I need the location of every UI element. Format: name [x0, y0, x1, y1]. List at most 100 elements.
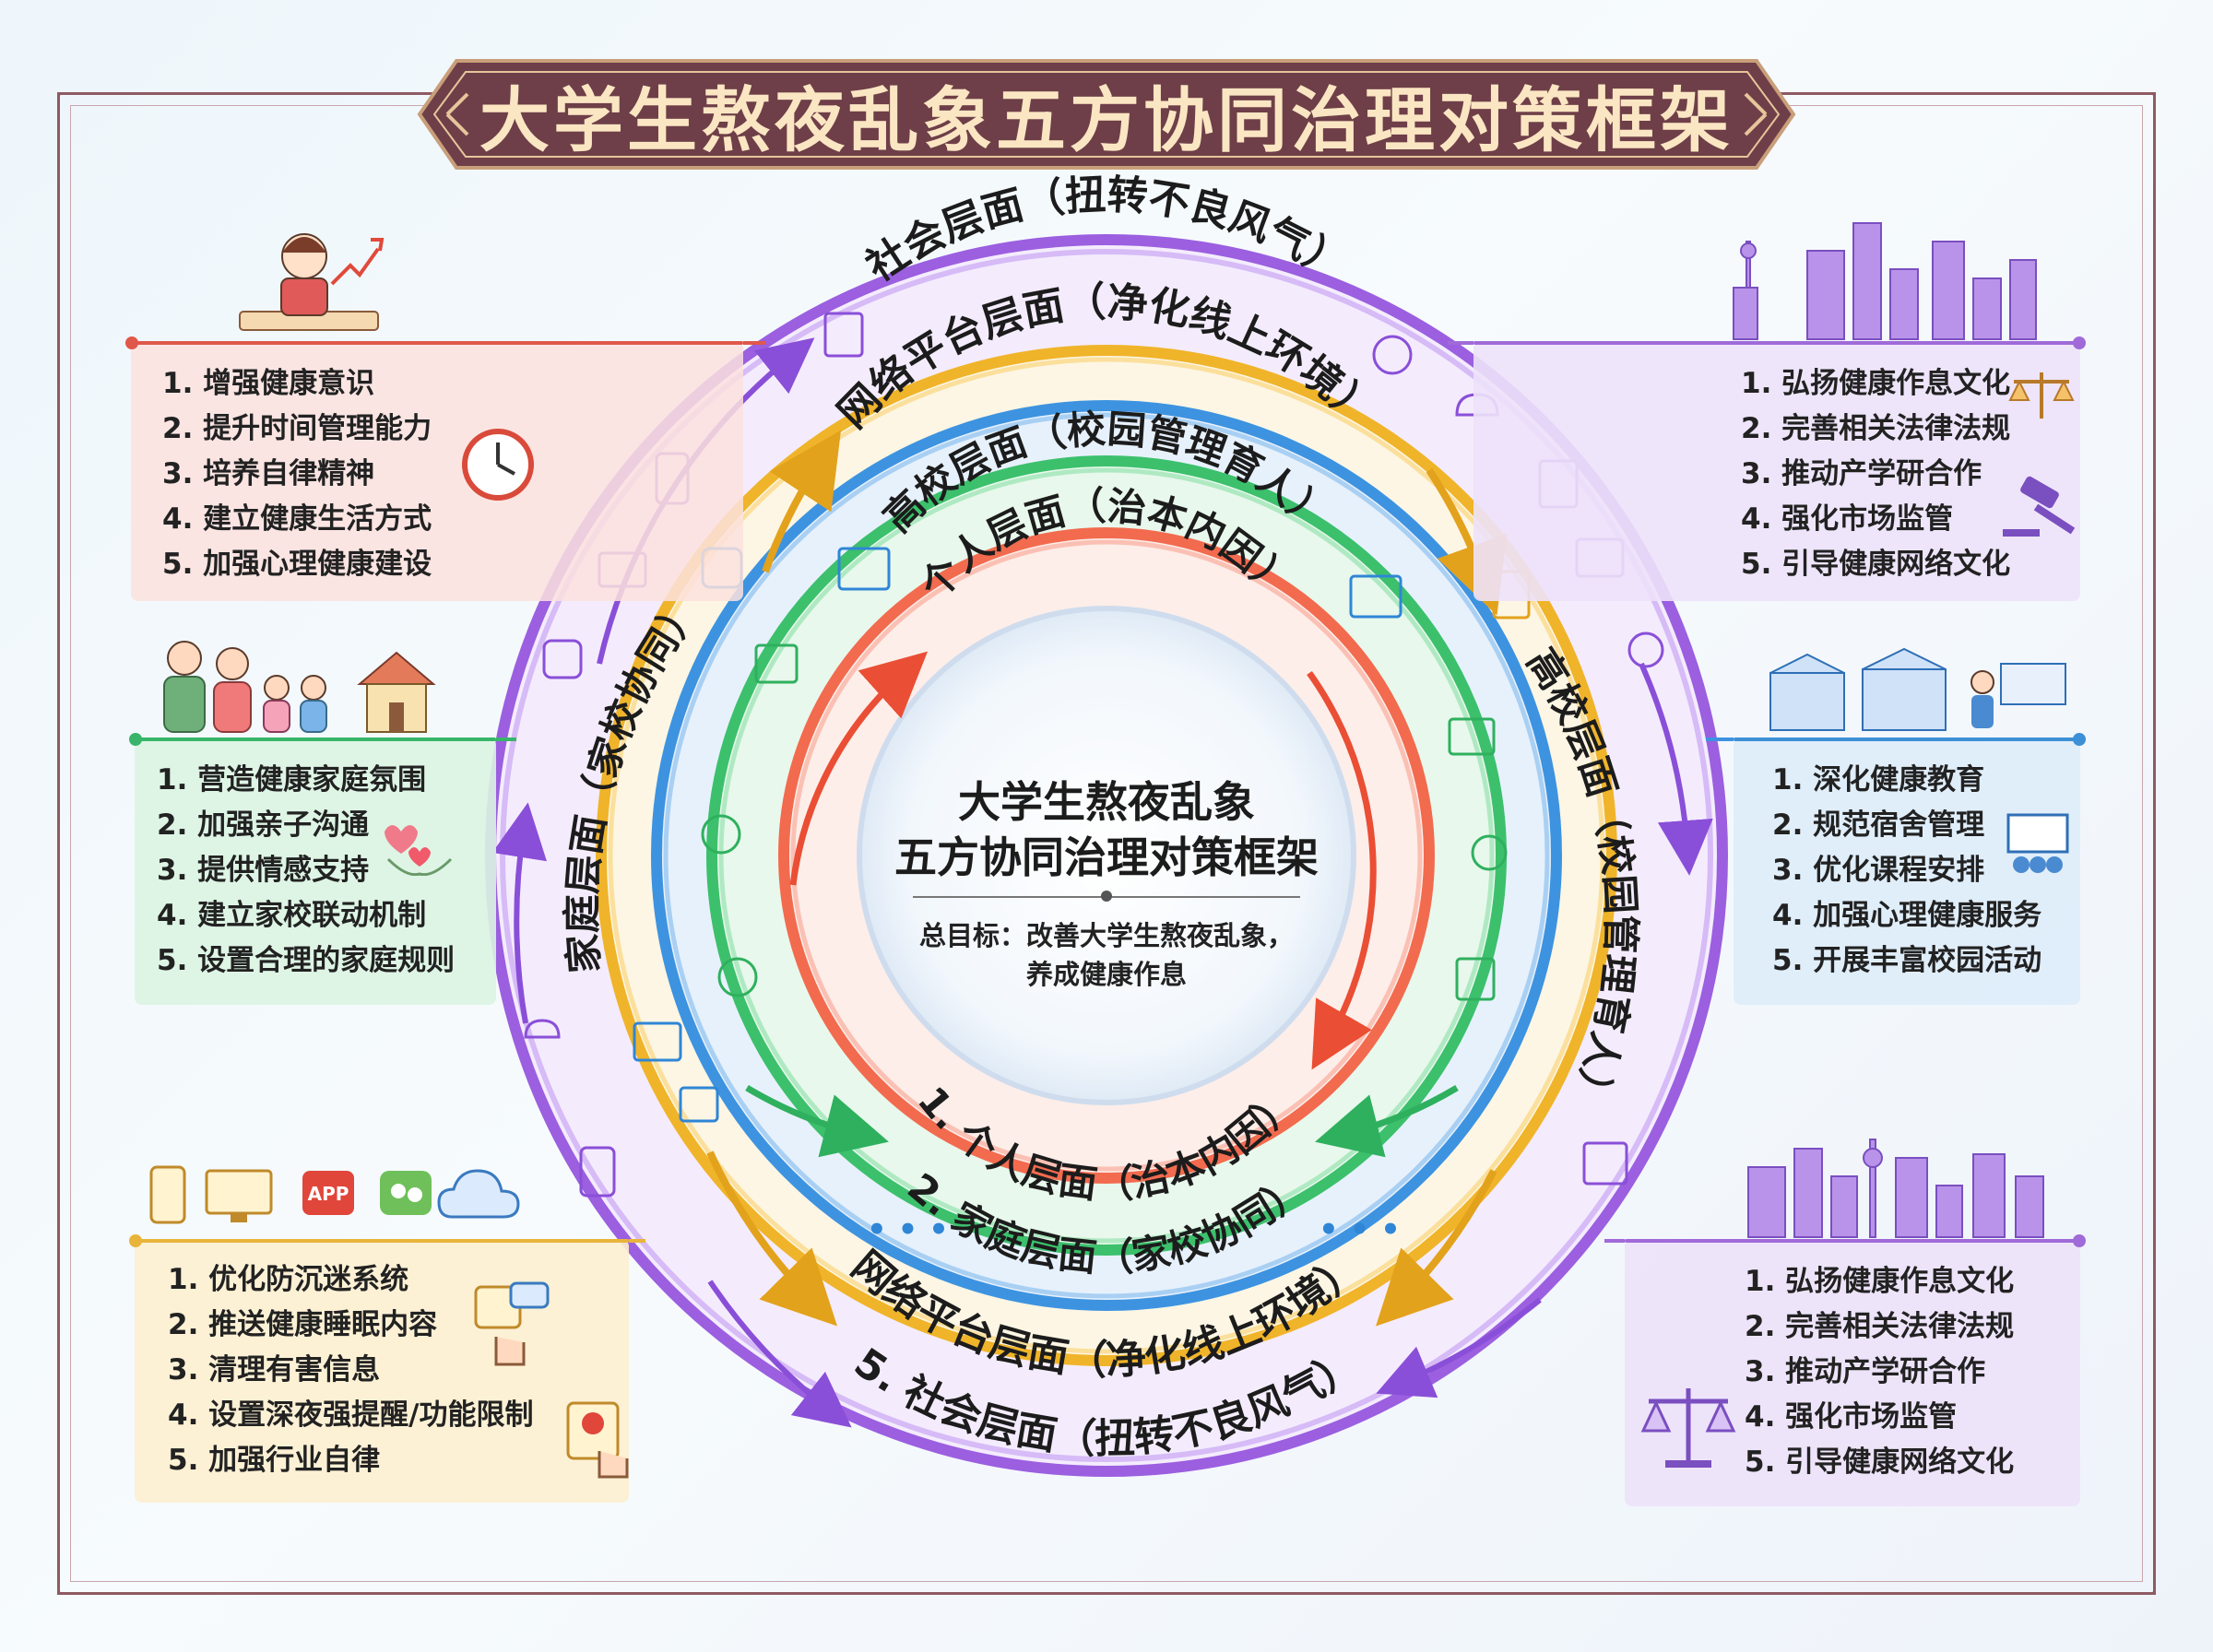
scales-icon [2008, 372, 2075, 419]
school-icon [1769, 647, 2066, 731]
apps-icon [542, 639, 583, 679]
computer-icon [205, 1169, 273, 1222]
classroom-icon [1448, 717, 1496, 756]
teacher-small-icon [679, 1086, 719, 1123]
list-item: 4. 强化市场监管 [1741, 502, 1954, 536]
panel-bar [135, 738, 496, 741]
frame-corner [57, 92, 100, 135]
people-icon [1372, 335, 1413, 375]
list-item: 1. 增强健康意识 [162, 367, 375, 400]
tablet-icon [579, 1146, 616, 1198]
phone-icon [149, 1165, 186, 1224]
meeting-icon [1471, 834, 1508, 871]
center-title: 大学生熬夜乱象 五方协同治理对策框架 [867, 774, 1346, 885]
list-item: 4. 建立健康生活方式 [162, 502, 432, 536]
dashboard-icon [633, 1021, 682, 1062]
list-item: 2. 提升时间管理能力 [162, 412, 432, 445]
city-icon [1733, 222, 2037, 340]
panel-bar [1473, 341, 2080, 345]
title-banner: 大学生熬夜乱象五方协同治理对策框架 [383, 50, 1830, 179]
chat-icon [380, 1171, 432, 1215]
frame-corner [2113, 92, 2156, 135]
counselor-icon [701, 814, 741, 855]
teacher-icon [1970, 663, 2066, 728]
panel-dot [125, 336, 138, 349]
list-item: 2. 推送健康睡眠内容 [168, 1308, 438, 1341]
list-item: 3. 提供情感支持 [157, 854, 370, 887]
list-item: 2. 完善相关法律法规 [1741, 412, 2011, 445]
list-item: 5. 引导健康网络文化 [1741, 548, 2011, 581]
list-item: 5. 加强心理健康建设 [162, 548, 432, 581]
panel-dot [129, 1234, 142, 1247]
list-item: 1. 弘扬健康作息文化 [1741, 367, 2011, 400]
panel-personal: 1. 增强健康意识 2. 提升时间管理能力 3. 培养自律精神 4. 建立健康生… [125, 336, 743, 601]
family-icon [163, 641, 436, 733]
report-hand-icon [566, 1401, 629, 1479]
list-item: 3. 推动产学研合作 [1745, 1355, 1986, 1388]
city-bottom-icon [1747, 1139, 2044, 1238]
list-item: 5. 设置合理的家庭规则 [157, 944, 456, 977]
center-goal: 总目标：改善大学生熬夜乱象， 养成健康作息 [867, 916, 1346, 994]
list-item: 1. 优化防沉迷系统 [168, 1263, 409, 1296]
svg-text:APP: APP [308, 1183, 349, 1205]
list-item: 5. 开展丰富校园活动 [1772, 944, 2042, 977]
list-item: 2. 规范宿舍管理 [1772, 808, 1985, 842]
list-item: 4. 设置深夜强提醒/功能限制 [168, 1398, 534, 1432]
panel-dot [2073, 336, 2086, 349]
desk-icon [754, 643, 799, 684]
center-title-line2: 五方协同治理对策框架 [894, 832, 1319, 882]
panel-dot [2073, 1234, 2086, 1247]
center-title-line1: 大学生熬夜乱象 [958, 777, 1255, 827]
list-item: 5. 引导健康网络文化 [1745, 1446, 2015, 1479]
campus-icon [837, 547, 891, 591]
list-item: 4. 建立家校联动机制 [157, 899, 427, 932]
cloud-icon [437, 1169, 520, 1219]
list-item: 3. 推动产学研合作 [1741, 457, 1982, 490]
list-item: 4. 强化市场监管 [1745, 1400, 1958, 1434]
student-icon [239, 233, 385, 331]
panel-bar [131, 341, 743, 345]
bank-icon [1582, 1141, 1628, 1186]
list-item: 1. 弘扬健康作息文化 [1745, 1265, 2015, 1298]
panel-dot [129, 733, 142, 746]
building-icon [823, 312, 864, 358]
panel-network: 1. 优化防沉迷系统 2. 推送健康睡眠内容 3. 清理有害信息 4. 设置深夜… [129, 1234, 629, 1503]
panel-bar [1625, 1239, 2080, 1243]
whiteboard-icon [2006, 813, 2069, 873]
hearts-icon [385, 825, 453, 876]
app-icon: APP [302, 1171, 354, 1215]
clock-icon [462, 429, 534, 501]
list-item: 3. 培养自律精神 [162, 457, 375, 490]
list-item: 2. 完善相关法律法规 [1745, 1310, 2015, 1343]
panel-social-top: 1. 弘扬健康作息文化 2. 完善相关法律法规 3. 推动产学研合作 4. 强化… [1473, 336, 2086, 601]
list-item: 1. 深化健康教育 [1772, 763, 1985, 796]
report-icon [1455, 957, 1496, 1001]
hand-phone-icon [474, 1281, 550, 1366]
panel-bar [135, 1239, 629, 1243]
list-item: 5. 加强行业自律 [168, 1444, 381, 1477]
device-icons-row: APP [149, 1165, 520, 1224]
list-item: 1. 营造健康家庭氛围 [157, 763, 427, 796]
campus-right-icon [1349, 574, 1402, 619]
page-title: 大学生熬夜乱象五方协同治理对策框架 [479, 79, 1734, 161]
cloud-small-icon [524, 1019, 561, 1039]
frame-corner [57, 1552, 100, 1595]
house-icon [357, 651, 436, 733]
scales-bottom-icon [1640, 1388, 1736, 1468]
list-item: 4. 加强心理健康服务 [1772, 899, 2042, 932]
panel-school: 1. 深化健康教育 2. 规范宿舍管理 3. 优化课程安排 4. 加强心理健康服… [1734, 733, 2086, 1005]
center-divider-dot [1101, 891, 1112, 902]
ring-dots-right: • • • [1319, 1211, 1401, 1248]
listener-icon [717, 957, 758, 997]
center-goal-line1: 总目标：改善大学生熬夜乱象， [918, 920, 1294, 951]
frame-corner [2113, 1552, 2156, 1595]
list-item: 3. 清理有害信息 [168, 1353, 381, 1386]
team-icon [1627, 631, 1664, 668]
gavel-icon [2003, 476, 2076, 537]
list-item: 2. 加强亲子沟通 [157, 808, 370, 842]
panel-bar [1734, 738, 2080, 741]
ring-dots-left: • • • [867, 1211, 949, 1248]
list-item: 3. 优化课程安排 [1772, 854, 1985, 887]
panel-dot [2073, 733, 2086, 746]
